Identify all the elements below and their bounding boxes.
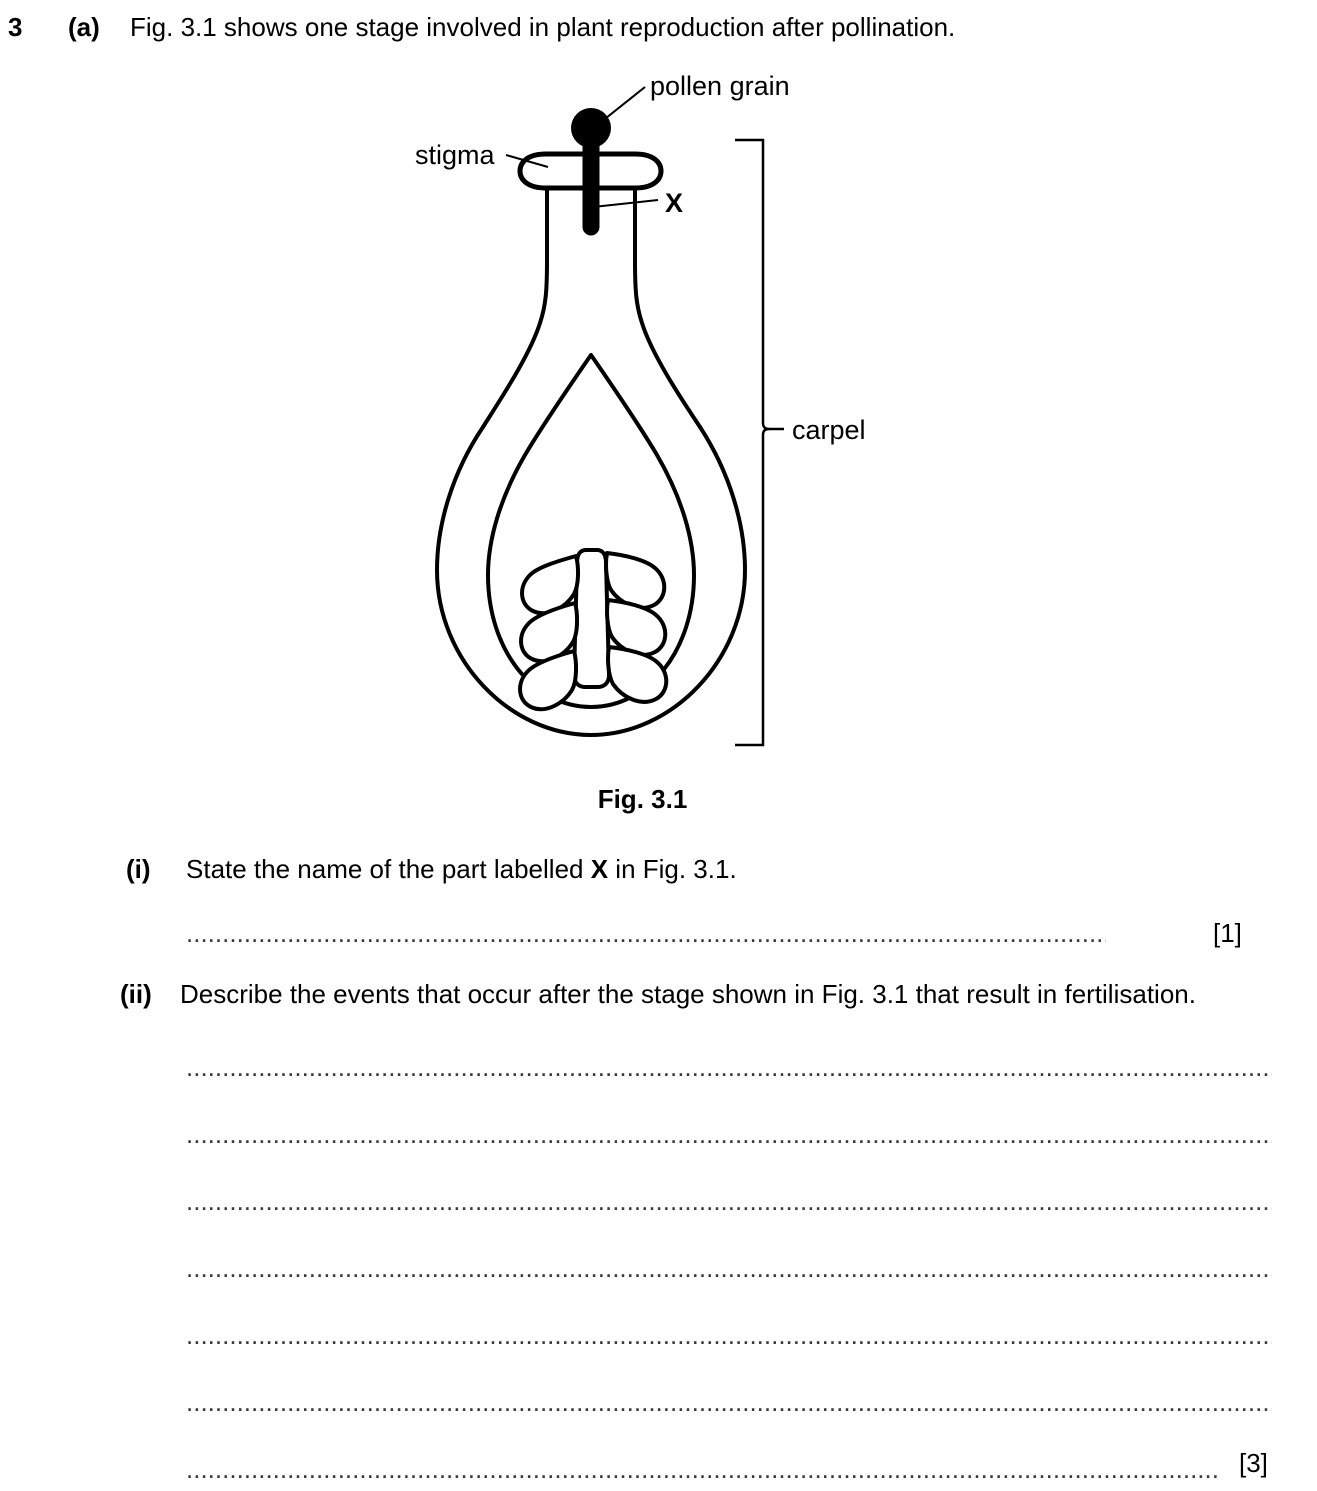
figure-caption: Fig. 3.1 <box>597 784 688 814</box>
marks-i: [1] <box>1213 918 1242 948</box>
x-leader-line <box>592 199 659 208</box>
ovule-left-2 <box>519 601 580 664</box>
ovule-right-2 <box>605 598 668 657</box>
ovary-outer-wall <box>434 425 748 738</box>
ovule-left-3 <box>518 649 579 712</box>
ovule-right-3 <box>606 645 669 704</box>
answer-line-ii-5[interactable]: ........................................… <box>186 1320 1272 1350</box>
subquestion-ii-roman: (ii) <box>120 979 152 1009</box>
question-number: 3 <box>8 12 23 42</box>
carpel-bracket-upper <box>735 138 765 423</box>
style-left-wall <box>481 186 549 429</box>
question-stem: Fig. 3.1 shows one stage involved in pla… <box>130 12 956 42</box>
answer-line-ii-7[interactable]: ........................................… <box>186 1454 1218 1484</box>
subquestion-i-bold-x: X <box>590 854 609 884</box>
label-x: X <box>665 188 683 218</box>
carpel-diagram-svg: pollen grain stigma X carpel <box>415 71 866 747</box>
ovary-inner-wall <box>486 353 696 709</box>
subquestion-i-roman: (i) <box>126 854 151 884</box>
label-carpel: carpel <box>792 415 866 445</box>
label-pollen-grain: pollen grain <box>650 71 790 101</box>
subquestion-i-text-before: State the name of the part labelled <box>186 854 591 884</box>
subquestion-i-text-after: in Fig. 3.1. <box>608 854 737 884</box>
answer-line-ii-2[interactable]: ........................................… <box>186 1119 1272 1149</box>
subquestion-i-text: State the name of the part labelled X in… <box>186 852 737 886</box>
label-stigma: stigma <box>415 140 496 170</box>
pollen-grain-shape <box>571 108 611 148</box>
answer-line-ii-3[interactable]: ........................................… <box>186 1186 1272 1216</box>
figure-3-1: pollen grain stigma X carpel <box>0 55 1317 775</box>
subquestion-ii-text: Describe the events that occur after the… <box>180 979 1196 1009</box>
answer-line-i-1[interactable]: ........................................… <box>186 918 1106 948</box>
answer-line-ii-4[interactable]: ........................................… <box>186 1253 1272 1283</box>
ovule-right-1 <box>604 551 667 610</box>
ovule-left-1 <box>520 554 581 616</box>
question-part-label: (a) <box>68 12 100 42</box>
carpel-bracket-tip <box>761 422 772 436</box>
carpel-bracket-lower <box>735 435 765 747</box>
style-right-wall <box>633 186 702 429</box>
answer-line-ii-6[interactable]: ........................................… <box>186 1387 1272 1417</box>
stigma-leader-line <box>505 154 549 168</box>
answer-line-ii-1[interactable]: ........................................… <box>186 1052 1272 1082</box>
marks-ii: [3] <box>1239 1448 1268 1478</box>
